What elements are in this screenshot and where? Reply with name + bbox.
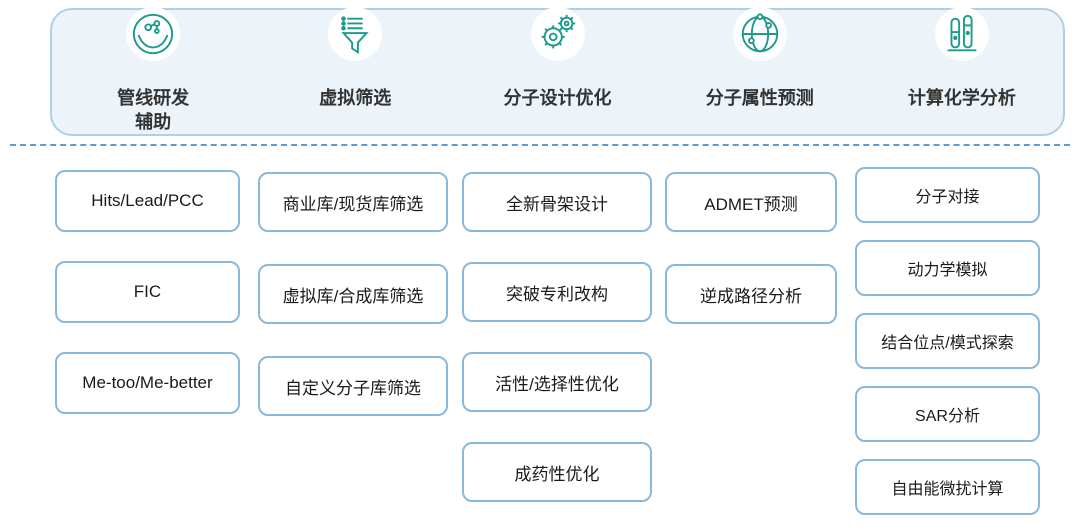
- service-box: 自定义分子库筛选: [258, 356, 448, 416]
- service-box: 商业库/现货库筛选: [258, 172, 448, 232]
- category-header: 管线研发 辅助 虚拟筛选: [50, 7, 1065, 136]
- service-box: 结合位点/模式探索: [855, 313, 1040, 369]
- category-label: 虚拟筛选: [319, 88, 392, 108]
- dashed-divider: [10, 144, 1070, 146]
- category-virtual-screening: 虚拟筛选: [254, 7, 456, 110]
- service-box: 分子对接: [855, 167, 1040, 223]
- service-box: 全新骨架设计: [462, 172, 652, 232]
- column-pipeline: Hits/Lead/PCC FIC Me-too/Me-better: [55, 170, 240, 414]
- category-label: 分子属性预测: [705, 88, 814, 108]
- funnel-filter-icon: [328, 7, 383, 61]
- service-box: ADMET预测: [665, 172, 837, 232]
- service-box: 自由能微扰计算: [855, 459, 1040, 515]
- gears-icon: [530, 7, 585, 61]
- service-box: 虚拟库/合成库筛选: [258, 264, 448, 324]
- pipeline-dish-icon: [126, 7, 181, 61]
- category-label: 计算化学分析: [907, 88, 1016, 108]
- category-label: 管线研发 辅助: [117, 88, 190, 133]
- service-box: 动力学模拟: [855, 240, 1040, 296]
- column-property-prediction: ADMET预测 逆成路径分析: [665, 172, 837, 324]
- column-comp-chem: 分子对接 动力学模拟 结合位点/模式探索 SAR分析 自由能微扰计算: [855, 167, 1040, 515]
- service-box: 成药性优化: [462, 442, 652, 502]
- globe-network-icon: [732, 7, 787, 61]
- service-box: SAR分析: [855, 386, 1040, 442]
- service-box: 突破专利改构: [462, 262, 652, 322]
- service-box: 逆成路径分析: [665, 264, 837, 324]
- column-virtual-screening: 商业库/现货库筛选 虚拟库/合成库筛选 自定义分子库筛选: [258, 172, 448, 416]
- service-box: Me-too/Me-better: [55, 352, 240, 414]
- service-box: Hits/Lead/PCC: [55, 170, 240, 232]
- category-label: 分子设计优化: [503, 88, 612, 108]
- category-comp-chem: 计算化学分析: [861, 7, 1063, 110]
- category-pipeline: 管线研发 辅助: [52, 7, 254, 135]
- category-molecular-design: 分子设计优化: [456, 7, 658, 110]
- column-molecular-design: 全新骨架设计 突破专利改构 活性/选择性优化 成药性优化: [462, 172, 652, 502]
- category-property-prediction: 分子属性预测: [659, 7, 861, 110]
- test-tubes-icon: [934, 7, 989, 61]
- service-box: FIC: [55, 261, 240, 323]
- service-box: 活性/选择性优化: [462, 352, 652, 412]
